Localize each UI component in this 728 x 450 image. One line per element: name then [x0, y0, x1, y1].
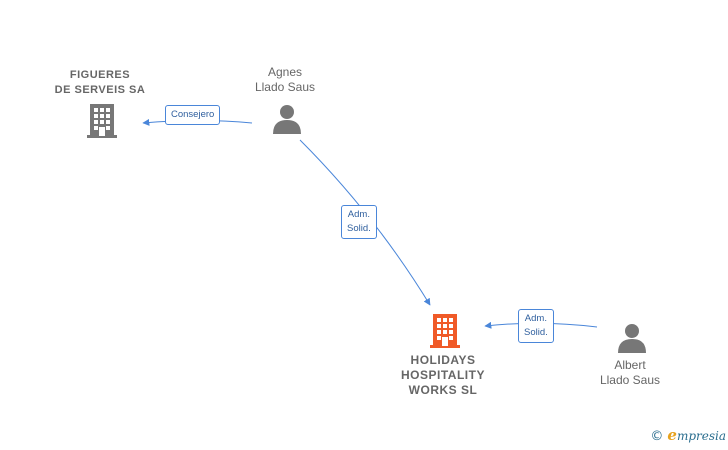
node-label-agnes[interactable]: Agnes Llado Saus	[254, 65, 316, 94]
edge-label-adm-solid-agnes: Adm. Solid.	[341, 205, 377, 239]
building-icon[interactable]	[86, 103, 118, 139]
node-label-albert[interactable]: Albert Llado Saus	[599, 358, 661, 387]
node-label-figueres[interactable]: FIGUERES DE SERVEIS SA	[54, 69, 146, 96]
person-icon[interactable]	[272, 104, 302, 134]
node-label-holidays[interactable]: HOLIDAYS HOSPITALITY WORKS SL	[401, 353, 485, 397]
copyright-symbol: ©	[650, 429, 664, 444]
brand-initial: e	[667, 426, 677, 444]
edge-label-adm-solid-albert: Adm. Solid.	[518, 309, 554, 343]
edge-label-consejero: Consejero	[165, 105, 221, 125]
person-icon[interactable]	[617, 323, 647, 353]
building-icon[interactable]	[429, 313, 461, 349]
empresia-brand: ©empresia	[650, 426, 726, 444]
brand-name: mpresia	[676, 429, 726, 443]
